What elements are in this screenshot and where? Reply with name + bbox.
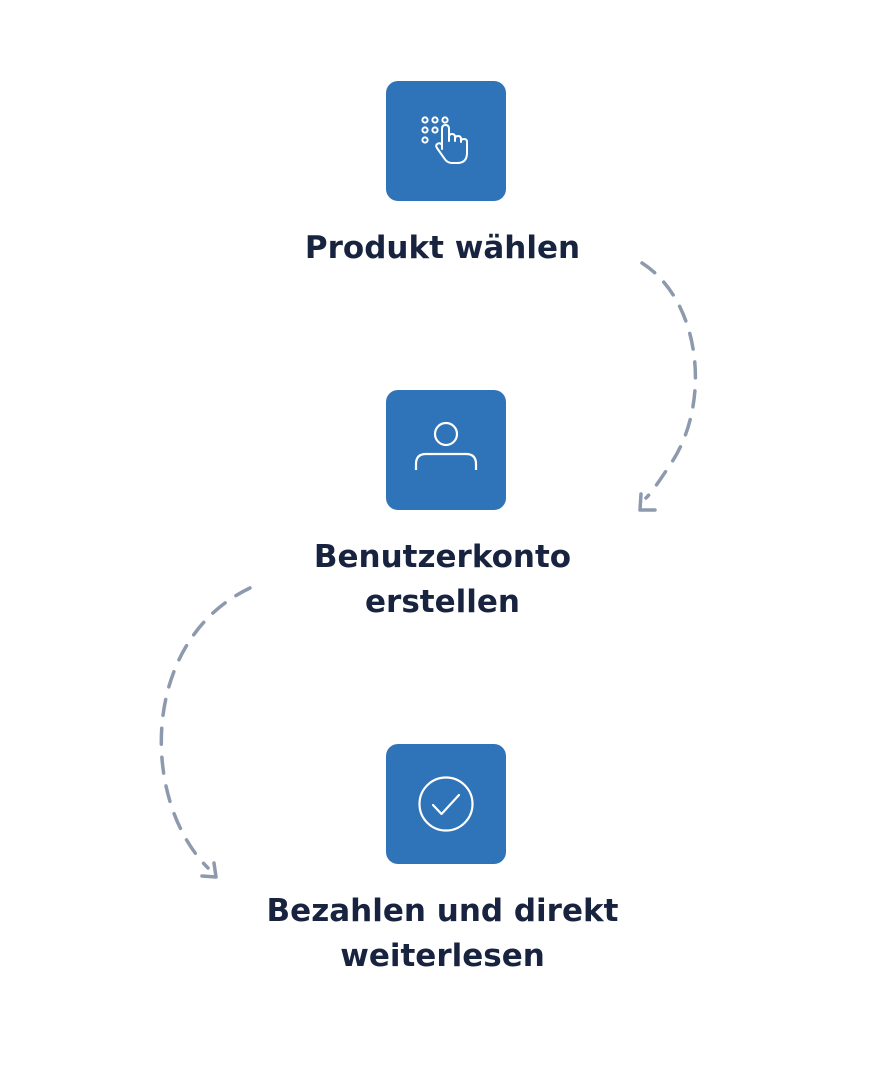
arrow-step1-to-step2 xyxy=(640,261,698,500)
arrowhead-2 xyxy=(200,861,218,879)
tap-keypad-icon xyxy=(421,116,468,164)
check-circle-icon xyxy=(418,776,474,832)
step-1-label: Produkt wählen xyxy=(304,230,581,266)
step-2-icon-box xyxy=(386,390,506,510)
user-icon xyxy=(414,421,478,470)
step-3-label: Bezahlen und direkt weiterlesen xyxy=(266,893,619,974)
step-3-icon-box xyxy=(386,744,506,864)
step-1-icon-box xyxy=(386,81,506,201)
step-2-label: Benutzerkonto erstellen xyxy=(313,539,572,620)
arrow-step2-to-step3 xyxy=(159,586,252,870)
arrowhead-1 xyxy=(638,492,657,512)
